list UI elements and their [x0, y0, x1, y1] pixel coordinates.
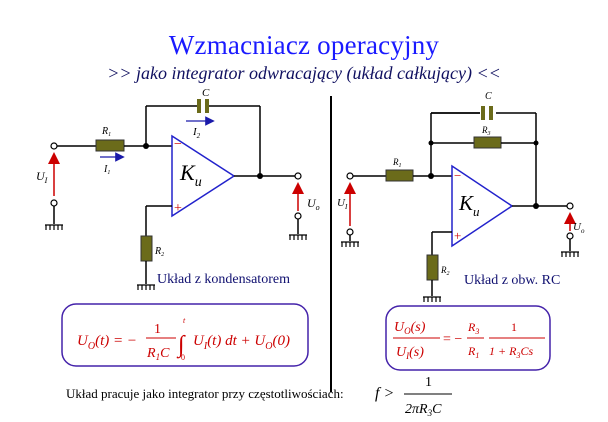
svg-text:I1: I1 [103, 164, 110, 176]
svg-text:1: 1 [511, 320, 517, 334]
label-uo: U [573, 221, 582, 233]
caption-right: Układ z obw. RC [464, 273, 561, 288]
svg-text:f >: f > [375, 385, 394, 402]
input-terminal [346, 172, 354, 180]
svg-text:UI: UI [337, 197, 348, 211]
integrator-note: Układ pracuje jako integrator przy częst… [66, 386, 344, 401]
svg-text:1: 1 [425, 375, 432, 390]
label-r1: R [392, 157, 399, 167]
svg-text:R2: R2 [440, 265, 450, 277]
op-amp-right [451, 164, 514, 248]
label-minus: − [454, 168, 461, 183]
label-i1: I [103, 164, 108, 175]
right-circuit: C R3 R1 UI Ku − + R2 Uo [337, 91, 585, 302]
output-terminal [566, 202, 574, 210]
resistor-r1 [95, 139, 125, 152]
svg-text:Uo: Uo [573, 221, 585, 235]
formula-right: UO(s) UI(s) = − R3 R1 1 1 + R3Cs [385, 305, 551, 371]
label-r1: R [101, 126, 108, 137]
svg-text:R1: R1 [101, 126, 111, 138]
svg-text:Ku: Ku [458, 191, 480, 219]
svg-text:0: 0 [181, 353, 185, 362]
svg-text:UI: UI [36, 169, 48, 185]
label-uo: U [307, 196, 317, 210]
svg-text:R3: R3 [481, 125, 491, 137]
capacitor-c [197, 99, 201, 113]
svg-text:UI(s): UI(s) [396, 345, 424, 361]
svg-text:UO(s): UO(s) [394, 320, 426, 336]
ground-icon [45, 224, 63, 230]
label-ui: U [337, 197, 346, 209]
label-plus: + [174, 201, 182, 216]
label-r2: R [440, 265, 447, 275]
label-r2: R [154, 246, 161, 257]
op-amp-left [171, 134, 236, 218]
capacitor-c [481, 106, 485, 120]
resistor-r3 [473, 136, 502, 149]
ground-icon [289, 234, 307, 240]
svg-text:t: t [183, 316, 186, 325]
frequency-condition: f > 1 2πR3C [375, 375, 452, 418]
label-r3: R [481, 125, 488, 135]
resistor-r2 [426, 254, 439, 281]
svg-text:R1: R1 [392, 157, 402, 169]
label-c: C [485, 91, 492, 102]
svg-text:1: 1 [154, 322, 161, 337]
page-title: Wzmacniacz operacyjny [168, 30, 440, 60]
svg-text:1 + R3Cs: 1 + R3Cs [489, 344, 533, 360]
label-ui: U [36, 169, 46, 183]
label-ku: K [179, 160, 196, 185]
svg-text:2πR3C: 2πR3C [405, 402, 442, 418]
label-i2: I [192, 126, 198, 138]
resistor-r2 [140, 235, 153, 262]
svg-text:I2: I2 [192, 126, 201, 140]
label-plus: + [454, 228, 461, 243]
svg-text:R2: R2 [154, 246, 164, 258]
svg-text:∫: ∫ [176, 332, 186, 359]
ground-icon [137, 284, 155, 290]
svg-text:R1C: R1C [146, 346, 170, 362]
output-terminal [294, 172, 302, 180]
page-subtitle: >> jako integrator odwracający (układ ca… [107, 63, 501, 83]
label-ku: K [458, 191, 474, 215]
input-terminal [50, 142, 58, 150]
left-circuit: C I2 R1 I1 UI Ku − + R2 Uo [36, 87, 320, 290]
resistor-r1 [385, 169, 414, 182]
svg-text:= −: = − [443, 332, 462, 347]
formula-left: UO(t) = − 1 R1C ∫ t 0 UI(t) dt + UO(0) [61, 303, 309, 367]
ground-icon [561, 251, 579, 257]
label-minus: − [174, 137, 182, 152]
ground-icon [423, 296, 441, 302]
svg-text:Ku: Ku [179, 160, 202, 190]
ground-icon [341, 241, 359, 247]
svg-text:Uo: Uo [307, 196, 320, 212]
caption-left: Układ z kondensatorem [157, 272, 290, 287]
label-c: C [202, 87, 210, 99]
